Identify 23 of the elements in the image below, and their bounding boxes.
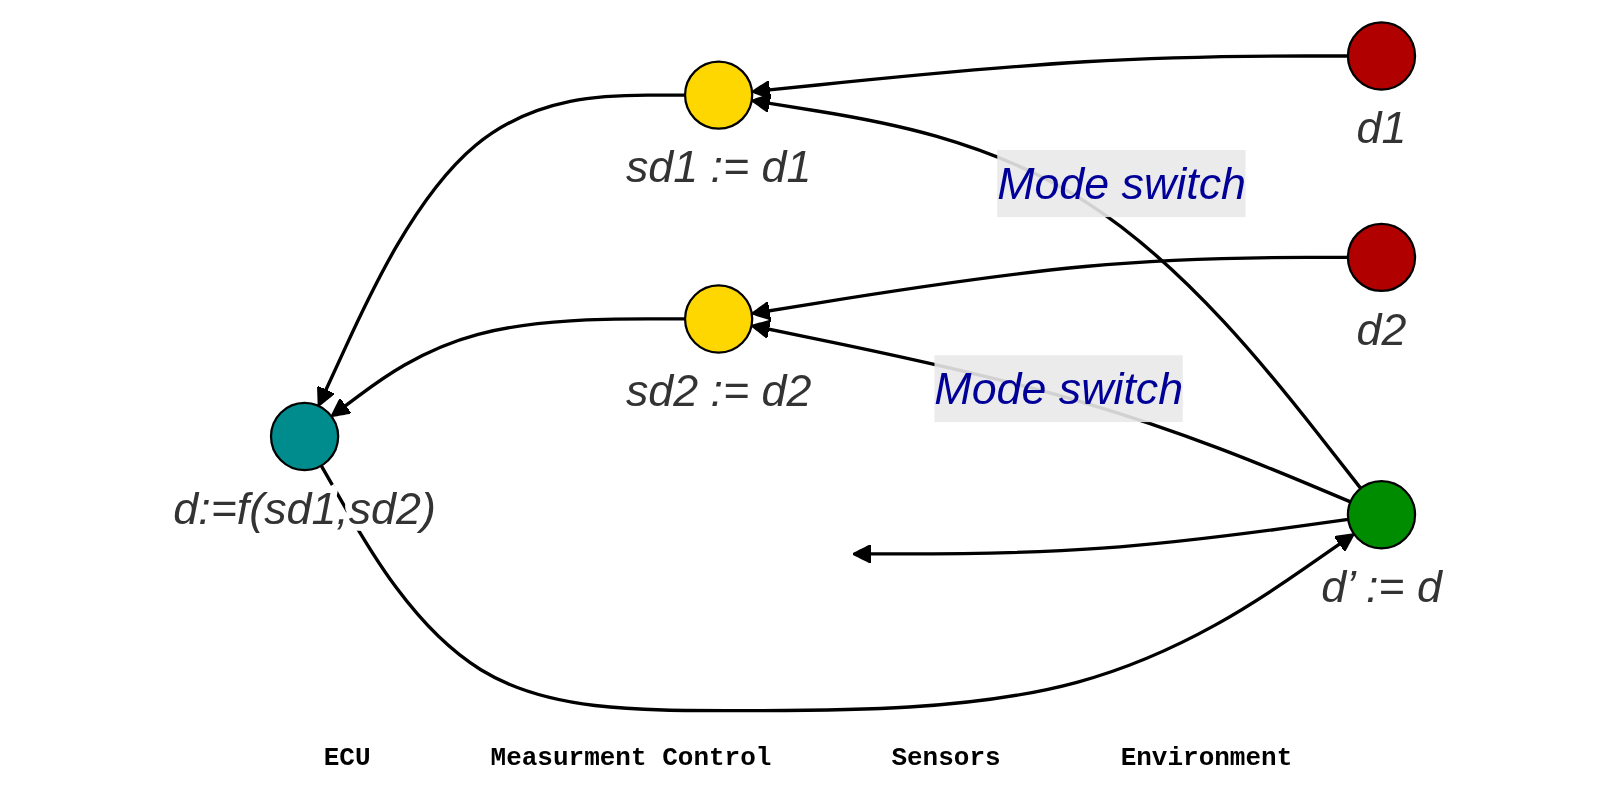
column-heading: Environment — [1120, 743, 1293, 773]
node-caption: sd2 := d2 — [625, 365, 811, 416]
node-circle — [1346, 480, 1416, 550]
node-circle — [683, 284, 753, 354]
node-circle — [1346, 222, 1416, 293]
arrow — [316, 93, 685, 407]
column-heading: Sensors — [891, 743, 1001, 773]
node-caption: d’ := d — [1320, 561, 1442, 612]
node-caption: d2 — [1356, 303, 1406, 354]
node-circle — [683, 60, 753, 130]
arrow — [750, 93, 1362, 490]
node-caption: d1 — [1356, 102, 1406, 153]
edge-label: Mode switch — [996, 159, 1246, 209]
node-circle — [269, 401, 339, 472]
column-heading: Measurment Control — [490, 743, 772, 773]
arrow — [319, 464, 1355, 713]
arrow — [330, 317, 685, 418]
edge-label: Mode switch — [933, 364, 1183, 414]
arrow — [750, 319, 1351, 504]
node-circle — [1346, 21, 1416, 91]
node-caption: sd1 := d1 — [625, 141, 811, 192]
column-heading: ECU — [323, 743, 371, 773]
arrow — [851, 517, 1348, 564]
